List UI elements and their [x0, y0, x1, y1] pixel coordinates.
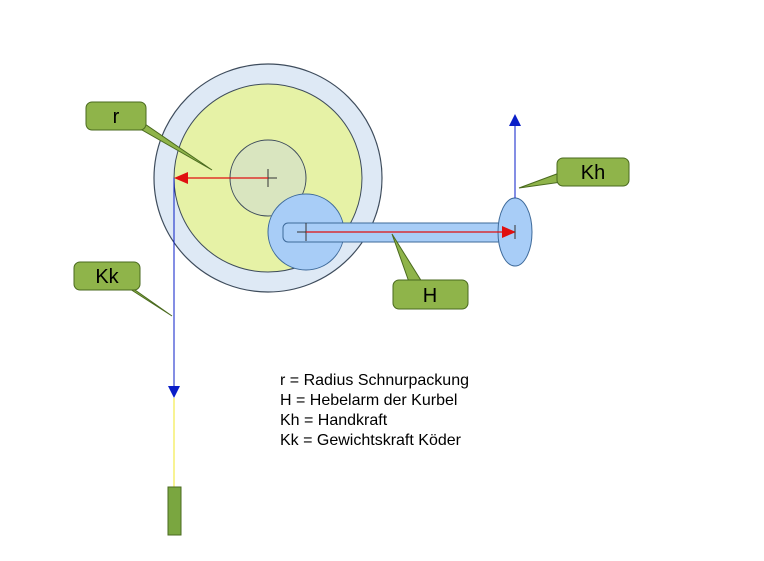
label-h: H — [423, 285, 437, 307]
bait-weight — [167, 486, 182, 536]
legend-line-r: r = Radius Schnurpackung — [280, 372, 469, 389]
callout-r: r — [85, 101, 213, 171]
legend-line-h: H = Hebelarm der Kurbel — [280, 392, 457, 409]
callout-kk: Kk — [73, 261, 173, 317]
legend-line-kh: Kh = Handkraft — [280, 412, 388, 429]
callout-kh: Kh — [518, 157, 630, 189]
legend-line-kk: Kk = Gewichtskraft Köder — [280, 432, 462, 449]
label-r: r — [113, 106, 120, 128]
legend: r = Radius Schnurpackung H = Hebelarm de… — [280, 372, 469, 449]
label-kh: Kh — [581, 162, 605, 184]
callout-h: H — [391, 233, 469, 310]
label-kk: Kk — [95, 266, 119, 288]
